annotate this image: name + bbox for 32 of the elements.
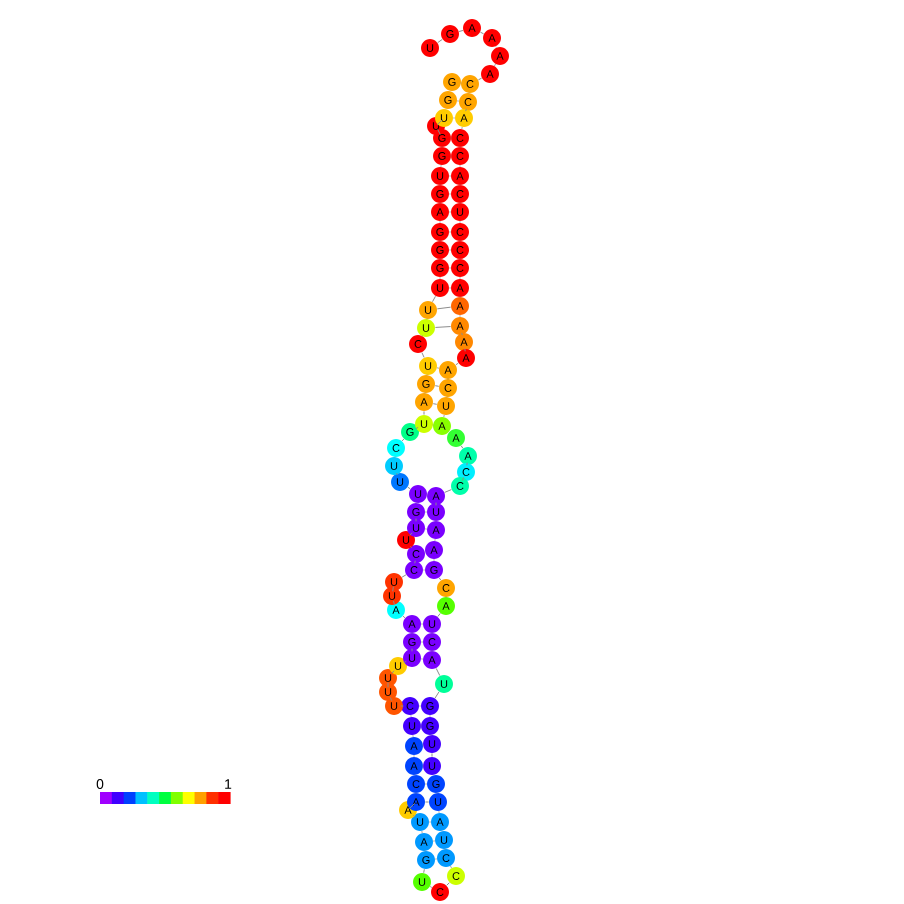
base-pair-line [434, 385, 440, 387]
backbone-line [461, 476, 465, 482]
backbone-line [435, 667, 441, 677]
backbone-line [432, 295, 436, 303]
base-pair-line [424, 801, 430, 803]
backbone-line [401, 574, 407, 578]
base-pair-line [436, 306, 452, 310]
backbone-line [415, 426, 419, 430]
backbone-line [409, 532, 413, 536]
backbone-line [437, 38, 443, 44]
backbone-line [392, 586, 394, 592]
backbone-line [421, 352, 425, 358]
backbone-line [434, 691, 440, 699]
backbone-line [479, 31, 485, 35]
backbone-line [423, 410, 425, 416]
backbone-line [403, 660, 407, 664]
base-pair-line [434, 326, 452, 328]
backbone-line [387, 682, 389, 688]
base-pair-line [432, 403, 438, 405]
backbone-line [391, 670, 395, 674]
backbone-line [437, 612, 441, 618]
backbone-line [389, 696, 393, 702]
backbone-line [460, 445, 464, 449]
backbone-line [455, 362, 459, 366]
backbone-line [477, 77, 483, 81]
backbone-line [423, 868, 425, 874]
backbone-line [458, 29, 464, 32]
backbone-line [407, 486, 411, 490]
backbone-line [444, 489, 452, 493]
backbone-line [431, 752, 433, 758]
backbone-line [437, 129, 441, 135]
backbone-line [438, 577, 442, 581]
